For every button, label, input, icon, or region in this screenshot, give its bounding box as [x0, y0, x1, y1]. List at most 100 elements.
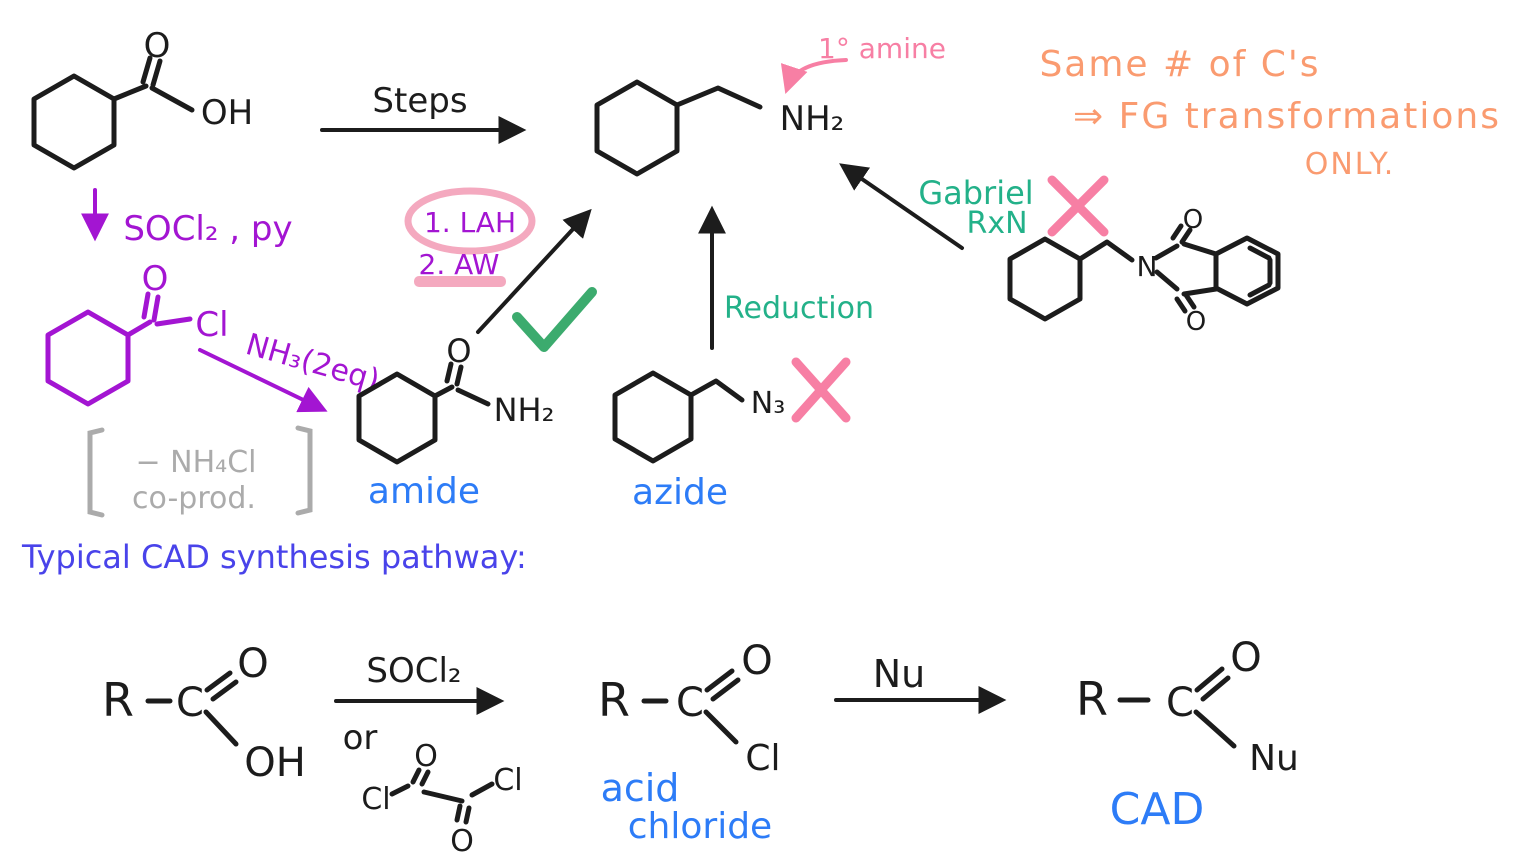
- bond: [703, 709, 739, 745]
- chloride-label: Cl: [195, 305, 228, 345]
- steps-arrow-label: Steps: [372, 81, 467, 121]
- double-bond: [1174, 296, 1188, 314]
- carbonyl-o-label: O: [446, 332, 471, 370]
- note-line2: ⇒ FG transformations: [1073, 96, 1501, 137]
- double-bond: [1170, 223, 1184, 241]
- bond: [421, 789, 465, 804]
- ch2-bond: [674, 85, 763, 110]
- lah-step: 1. LAH 2. AW: [404, 187, 597, 352]
- highlight-underline: [414, 276, 506, 287]
- double-bond: [1183, 292, 1197, 310]
- carbonyl-o-label: O: [142, 259, 169, 299]
- carbon-label: C: [676, 680, 704, 726]
- annotation-pointer-arrow: [780, 58, 848, 94]
- page-title: Typical CAD synthesis pathway:: [21, 538, 527, 576]
- aromatic-inner-bond: [1247, 282, 1272, 298]
- r-group-label: R: [1076, 672, 1108, 726]
- bond: [1181, 286, 1219, 297]
- carbonyl-o-label: O: [741, 638, 772, 684]
- socl2-step: SOCl₂ , py: [81, 188, 293, 249]
- highlight-oval: [404, 187, 536, 255]
- cyclohexane-ring: [1007, 236, 1083, 322]
- bond: [1193, 709, 1237, 749]
- coproduct-line1: − NH₄Cl: [136, 445, 257, 480]
- primary-amine-annotation: 1° amine: [818, 32, 946, 65]
- oxalyl-chloride-structure: Cl O O Cl: [361, 739, 522, 859]
- amine-nh2-label: NH₂: [780, 99, 845, 139]
- acid-chloride-caption-line2: chloride: [628, 806, 772, 847]
- diagonal-arrow: [198, 348, 328, 413]
- azide-structure: N₃ azide: [612, 357, 851, 513]
- cyclohexane-ring: [356, 371, 438, 465]
- imide-n-label: N: [1137, 250, 1158, 283]
- coproduct-line2: co-prod.: [132, 481, 256, 516]
- double-bond: [140, 55, 153, 85]
- cyclohexane-ring: [31, 73, 117, 171]
- carbonyl-o-label: O: [144, 26, 171, 66]
- hydroxyl-label: OH: [201, 93, 253, 133]
- carbonyl-o-label: O: [237, 641, 268, 687]
- x-mark-icon: [1047, 175, 1109, 237]
- double-bond: [463, 805, 472, 825]
- acid-chloride-caption-line1: acid: [601, 766, 680, 810]
- cyclohexane-ring: [594, 79, 680, 177]
- generic-acid-chloride-structure: R C O Cl acid chloride: [598, 638, 781, 847]
- azide-caption: azide: [632, 472, 728, 513]
- x-mark-icon: [791, 357, 851, 423]
- acid-chloride-structure: O Cl: [45, 259, 229, 407]
- gabriel-route: Gabriel RxN: [839, 163, 1109, 250]
- coproduct-note: − NH₄Cl co-prod.: [87, 425, 313, 518]
- chlorination-arrow-group: SOCl₂ or: [334, 651, 505, 758]
- aqueous-workup-label: 2. AW: [419, 248, 500, 281]
- benzene-ring: [1213, 235, 1281, 307]
- nucleophile-label: Nu: [1249, 738, 1299, 779]
- r-group-label: R: [598, 673, 630, 727]
- cad-product-structure: R C O Nu CAD: [1076, 635, 1299, 835]
- amide-structure: O NH₂ amide: [356, 332, 555, 512]
- double-bond: [1179, 227, 1193, 245]
- amide-nh2-label: NH₂: [494, 391, 555, 429]
- carbon-label: C: [1166, 680, 1194, 726]
- ch2-bond: [688, 378, 745, 403]
- bond: [203, 709, 239, 747]
- double-bond: [141, 291, 151, 320]
- bond: [149, 85, 195, 113]
- bond: [111, 83, 149, 102]
- chloride-label: Cl: [745, 738, 780, 779]
- bond: [1181, 241, 1219, 257]
- bond: [432, 384, 455, 399]
- gabriel-arrow: [839, 163, 964, 250]
- cad-caption: CAD: [1110, 784, 1205, 835]
- nh3-label: NH₃(2eq): [242, 327, 383, 398]
- bond: [389, 783, 411, 797]
- amide-caption: amide: [368, 471, 480, 512]
- hydroxyl-label: OH: [244, 740, 306, 786]
- cyclohexane-ring: [612, 370, 694, 464]
- nucleophile-arrow-group: Nu: [834, 652, 1007, 714]
- primary-amine-structure: NH₂ 1° amine: [594, 32, 946, 177]
- gabriel-label-line2: RxN: [966, 206, 1027, 241]
- phthalimide-structure: N O O: [1007, 205, 1281, 337]
- carbonyl-o-label: O: [1183, 205, 1203, 235]
- amide-to-amine-arrow: [476, 208, 592, 334]
- azide-n3-label: N₃: [751, 386, 785, 421]
- carbon-count-note: Same # of C's ⇒ FG transformations ONLY.: [1039, 44, 1501, 182]
- double-bond: [454, 364, 464, 387]
- bracket-left: [87, 427, 105, 518]
- double-bond: [150, 58, 163, 88]
- chloride-label: Cl: [361, 782, 390, 817]
- bond: [125, 319, 153, 338]
- reduction-label: Reduction: [724, 291, 874, 326]
- socl2-py-label: SOCl₂ , py: [123, 209, 292, 249]
- generic-acid-structure: R C O OH: [102, 641, 306, 786]
- reduction-step: Reduction: [698, 205, 874, 350]
- double-bond: [151, 294, 161, 323]
- bond: [1153, 243, 1180, 261]
- carbonyl-o-label: O: [1230, 635, 1261, 681]
- double-bond: [454, 803, 463, 823]
- carboxylic-acid-structure: O OH: [31, 26, 253, 171]
- bond: [469, 781, 495, 798]
- socl2-label: SOCl₂: [366, 651, 461, 691]
